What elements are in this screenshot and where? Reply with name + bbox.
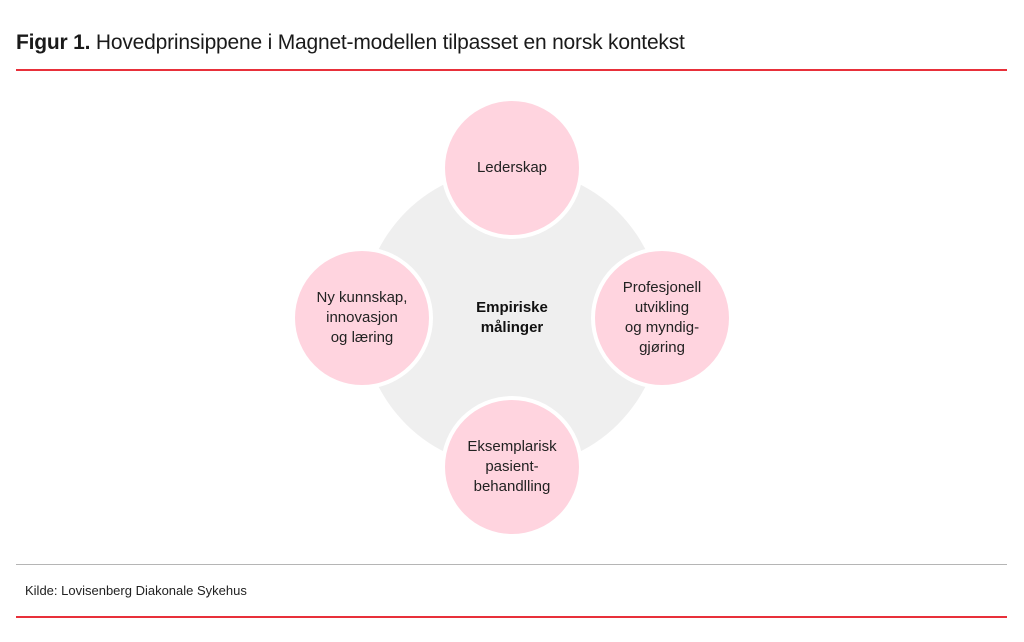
source-divider: [16, 564, 1007, 565]
figure-title-text: Hovedprinsippene i Magnet-modellen tilpa…: [95, 31, 685, 54]
node-eksemplarisk-pasientbehandling: Eksemplarisk pasient- behandlling: [445, 400, 579, 534]
node-lederskap: Lederskap: [445, 101, 579, 235]
figure-label: Figur 1.: [16, 31, 91, 54]
node-label: Lederskap: [476, 159, 548, 176]
source-text: Kilde: Lovisenberg Diakonale Sykehus: [25, 583, 247, 598]
figure-title: Figur 1. Hovedprinsippene i Magnet-model…: [16, 30, 685, 56]
node-label: Ny kunnskap, innovasjon og læring: [316, 289, 408, 346]
node-profesjonell-utvikling: Profesjonell utvikling og myndig- gjørin…: [595, 251, 729, 385]
node-ny-kunnskap: Ny kunnskap, innovasjon og læring: [295, 251, 429, 385]
bottom-divider: [16, 616, 1007, 618]
node-label: Eksemplarisk pasient- behandlling: [467, 438, 557, 495]
node-label: Profesjonell utvikling og myndig- gjørin…: [622, 279, 702, 356]
center-label: Empiriske målinger: [476, 299, 548, 336]
top-divider: [16, 69, 1007, 71]
